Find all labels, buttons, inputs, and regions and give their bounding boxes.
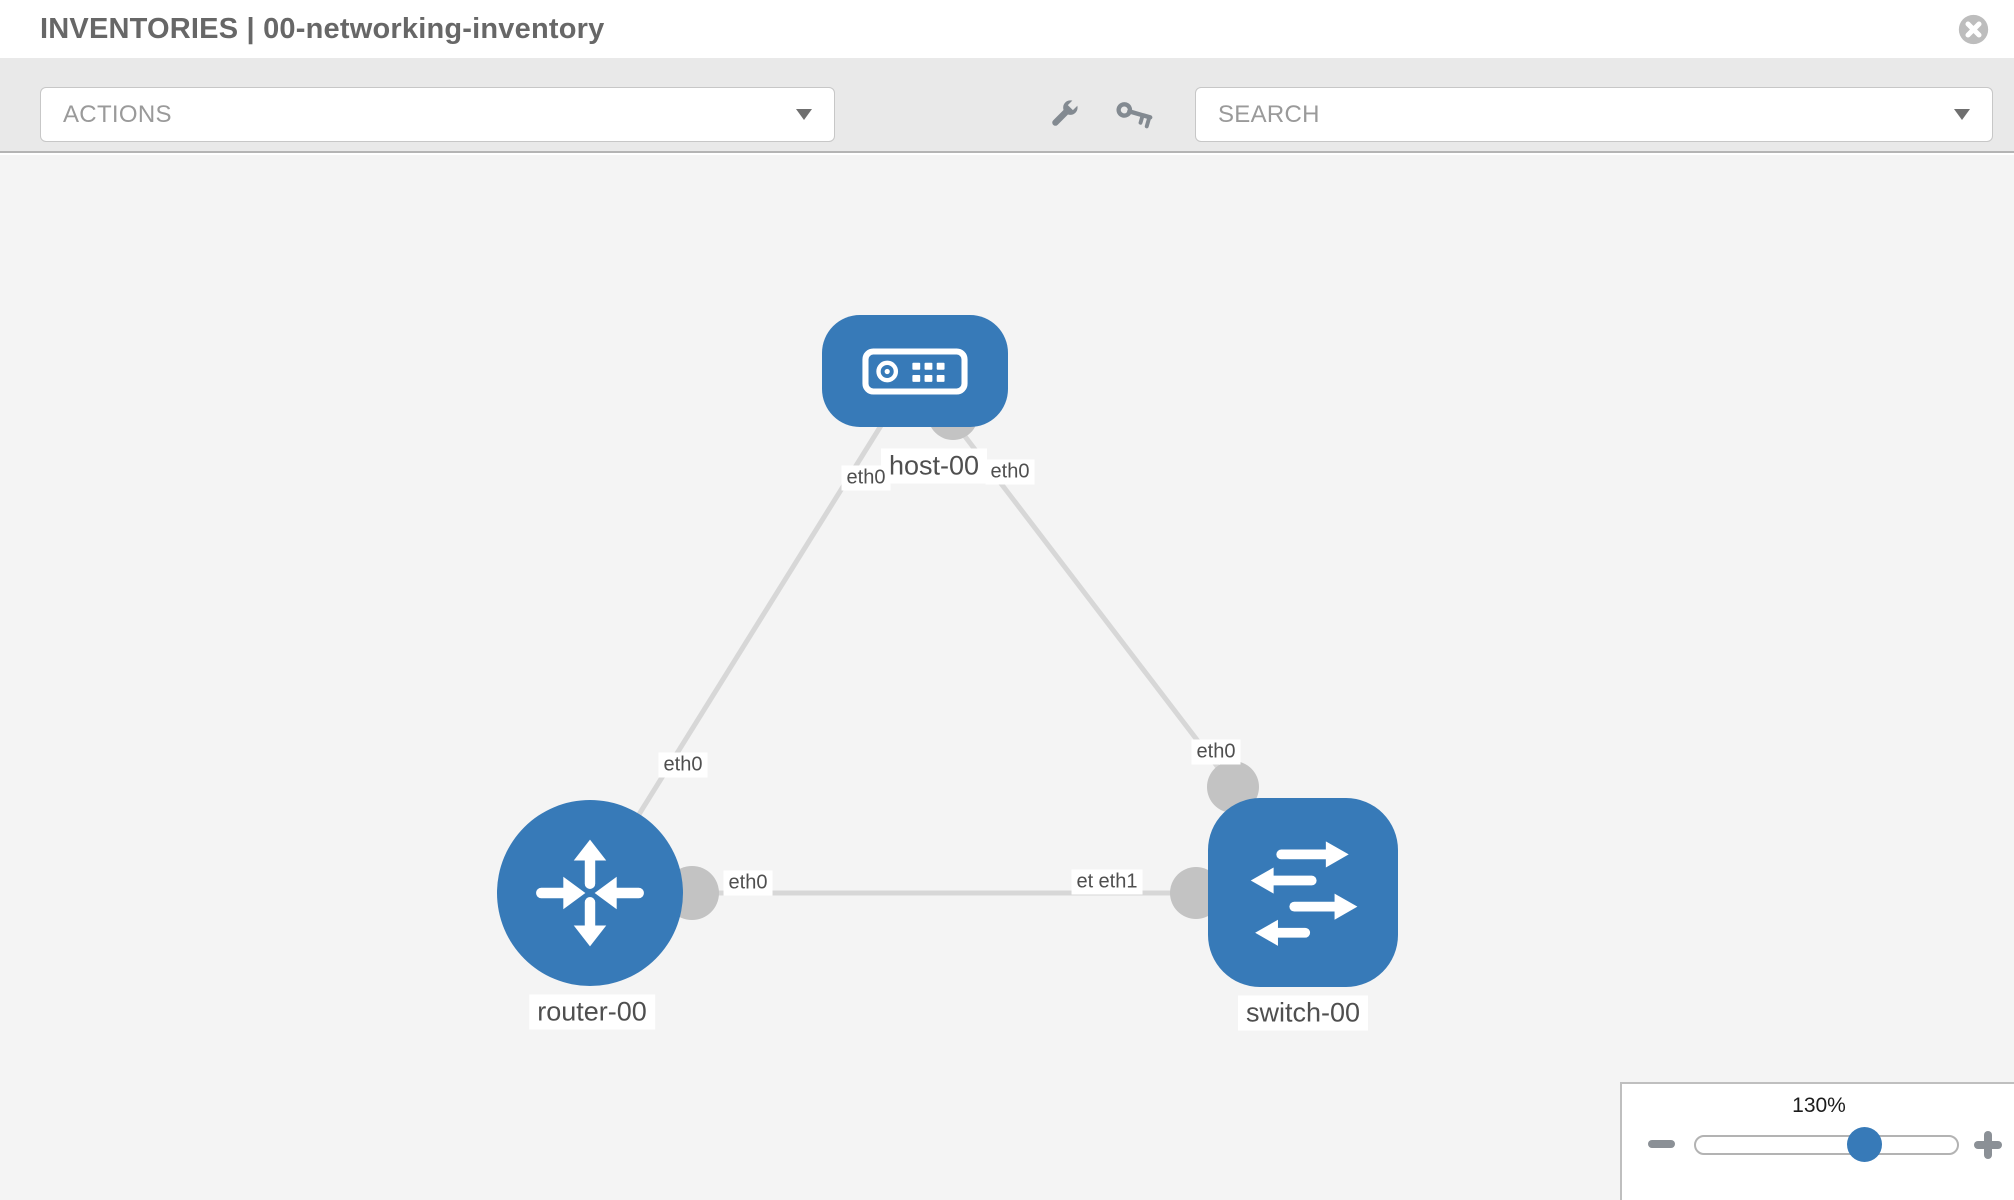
link-host-router	[587, 369, 918, 895]
node-label-switch: switch-00	[1237, 995, 1369, 1031]
interface-label: eth0	[1191, 739, 1241, 765]
link-host-switch	[913, 369, 1235, 789]
interface-label: eth0	[658, 752, 708, 778]
interface-label: eth0	[985, 459, 1035, 485]
close-icon	[1958, 14, 1989, 45]
actions-dropdown[interactable]: ACTIONS	[40, 87, 835, 142]
zoom-panel: 130%	[1620, 1082, 2014, 1200]
zoom-in-button[interactable]	[1974, 1131, 2002, 1159]
topology-canvas[interactable]: host-00 router-00 switch-00 eth0 eth0 et…	[0, 155, 2014, 1200]
key-icon	[1116, 102, 1153, 129]
interface-label: eth0	[723, 870, 773, 896]
interface-label: eth0	[841, 465, 891, 491]
host-icon	[862, 347, 968, 395]
zoom-level: 130%	[1792, 1094, 1846, 1117]
topology-links-layer	[587, 369, 1259, 920]
zoom-slider-track[interactable]	[1694, 1127, 1959, 1162]
caret-down-icon	[1954, 109, 1970, 120]
search-placeholder: SEARCH	[1218, 100, 1320, 128]
wrench-icon	[1052, 98, 1080, 126]
node-router-00[interactable]	[497, 800, 683, 986]
node-switch-00[interactable]	[1208, 798, 1398, 987]
credentials-button[interactable]	[1114, 102, 1154, 137]
node-host-00[interactable]	[822, 315, 1008, 427]
zoom-slider-handle[interactable]	[1847, 1127, 1882, 1162]
search-dropdown[interactable]: SEARCH	[1195, 87, 1993, 142]
caret-down-icon	[796, 109, 812, 120]
header: INVENTORIES | 00-networking-inventory	[0, 0, 2014, 58]
zoom-out-button[interactable]	[1648, 1140, 1675, 1148]
node-label-router: router-00	[529, 994, 655, 1030]
interface-label: eth1	[1093, 869, 1143, 895]
tools-button[interactable]	[1046, 96, 1082, 137]
toolbar: ACTIONS SEARC	[0, 58, 2014, 153]
page-title: INVENTORIES | 00-networking-inventory	[40, 13, 605, 45]
close-button[interactable]	[1957, 13, 1990, 46]
switch-icon	[1250, 841, 1358, 946]
router-icon	[536, 839, 644, 947]
actions-placeholder: ACTIONS	[63, 100, 172, 128]
node-label-host: host-00	[880, 448, 988, 484]
